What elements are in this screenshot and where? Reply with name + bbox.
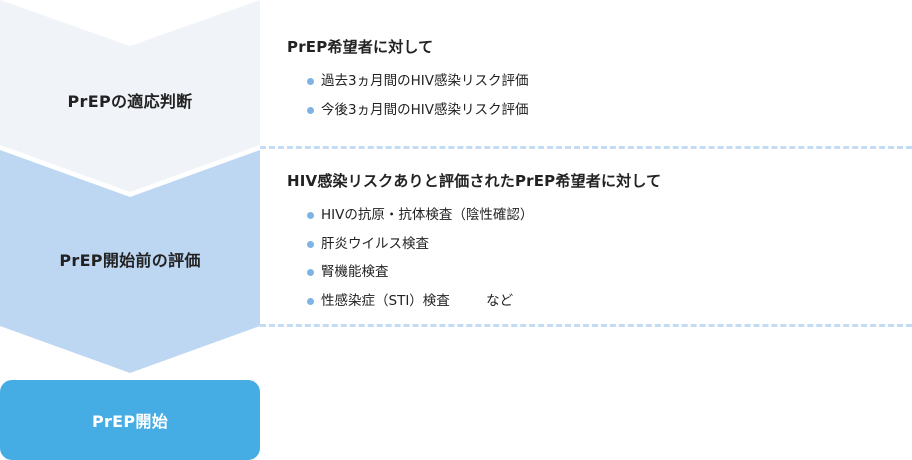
dashed-divider (260, 324, 912, 327)
list-item-text: 性感染症（STI）検査 (321, 292, 450, 309)
step-1-chevron (0, 0, 260, 192)
prep-start-step: PrEP開始 (0, 380, 260, 460)
section-pre-evaluation: HIV感染リスクありと評価されたPrEP希望者に対して HIVの抗原・抗体検査（… (287, 170, 661, 315)
list-item-text: 腎機能検査 (321, 264, 389, 280)
prep-start-label: PrEP開始 (91, 412, 169, 431)
list-item-text: 今後3ヵ月間のHIV感染リスク評価 (321, 101, 529, 118)
bullet-dot-icon (307, 106, 314, 114)
bullet-dot-icon (307, 269, 314, 276)
bullet-list: 過去3ヵ月間のHIV感染リスク評価 今後3ヵ月間のHIV感染リスク評価 (287, 67, 528, 124)
bullet-list: HIVの抗原・抗体検査（陰性確認） 肝炎ウイルス検査 腎機能検査 性感染症（ST… (287, 201, 661, 315)
list-item: 過去3ヵ月間のHIV感染リスク評価 (307, 67, 528, 96)
list-item-suffix: など (486, 292, 514, 309)
step-2-chevron (0, 150, 260, 373)
dashed-divider (260, 146, 912, 149)
section-heading: PrEP希望者に対して (287, 38, 434, 56)
bullet-dot-icon (307, 212, 314, 219)
list-item: 性感染症（STI）検査 など (307, 287, 661, 316)
list-item: 肝炎ウイルス検査 (307, 230, 661, 259)
list-item: 今後3ヵ月間のHIV感染リスク評価 (307, 96, 528, 125)
list-item-text: 肝炎ウイルス検査 (321, 235, 429, 252)
list-item-text: 過去3ヵ月間のHIV感染リスク評価 (321, 73, 529, 89)
list-item: 腎機能検査 (307, 258, 661, 287)
section-eligibility: PrEP希望者に対して 過去3ヵ月間のHIV感染リスク評価 今後3ヵ月間のHIV… (287, 36, 528, 124)
bullet-dot-icon (307, 240, 314, 248)
section-heading: HIV感染リスクありと評価されたPrEP希望者に対して (287, 172, 662, 190)
step-2-label: PrEP開始前の評価 (59, 251, 201, 270)
list-item-text: HIVの抗原・抗体検査（陰性確認） (321, 207, 534, 223)
bullet-dot-icon (307, 297, 314, 305)
list-item: HIVの抗原・抗体検査（陰性確認） (307, 201, 661, 230)
bullet-dot-icon (307, 78, 314, 85)
step-1-label: PrEPの適応判断 (67, 92, 193, 111)
